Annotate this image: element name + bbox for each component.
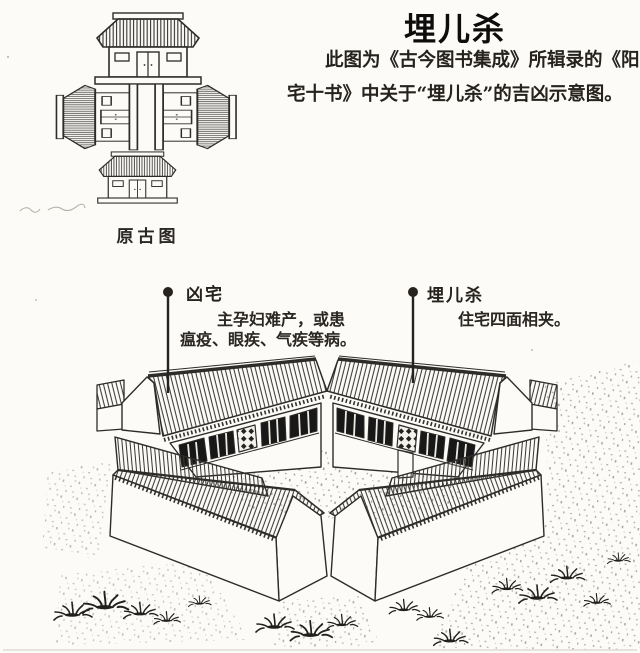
callout-left-text: 主孕妇难产，或患 瘟疫、眼疾、气疾等病。 bbox=[180, 310, 357, 350]
callout-right-label: 埋儿杀 bbox=[427, 286, 484, 306]
ancient-house-right bbox=[154, 83, 237, 151]
lattice-panel bbox=[396, 424, 418, 453]
ancient-house-left bbox=[55, 83, 139, 151]
callout-marker-left bbox=[163, 287, 173, 393]
callout-right-text: 住宅四面相夹。 bbox=[458, 310, 571, 329]
intro-line-2: 宅十书》中关于“埋儿杀”的吉凶示意图。 bbox=[287, 84, 623, 105]
back-left-house bbox=[96, 355, 328, 478]
page-title: 埋儿杀 bbox=[403, 10, 506, 48]
ancient-house-top bbox=[94, 12, 202, 85]
callout-left-line-2: 瘟疫、眼疾、气疾等病。 bbox=[180, 330, 357, 349]
intro-paragraph: 此图为《古今图书集成》所辑录的《阳 宅十书》中关于“埋儿杀”的吉凶示意图。 bbox=[287, 44, 640, 112]
scan-artifacts bbox=[3, 56, 637, 651]
callout-marker-right bbox=[408, 287, 418, 383]
callout-left-label: 凶宅 bbox=[186, 285, 224, 305]
lattice-panel bbox=[236, 424, 258, 453]
callout-dot-right bbox=[408, 287, 418, 297]
callout-left-line-1: 主孕妇难产，或患 bbox=[217, 310, 346, 329]
callout-dot-left bbox=[163, 287, 173, 297]
intro-line-1: 此图为《古今图书集成》所辑录的《阳 bbox=[325, 50, 640, 71]
front-left-house bbox=[109, 436, 328, 602]
front-right-house bbox=[329, 436, 545, 602]
back-right-house bbox=[326, 355, 558, 479]
ancient-house-bottom bbox=[97, 151, 178, 204]
courtyard-drawing bbox=[53, 355, 631, 647]
ancient-diagram bbox=[19, 12, 237, 213]
ancient-diagram-caption: 原古图 bbox=[116, 227, 180, 247]
scan-scribble bbox=[19, 203, 86, 213]
